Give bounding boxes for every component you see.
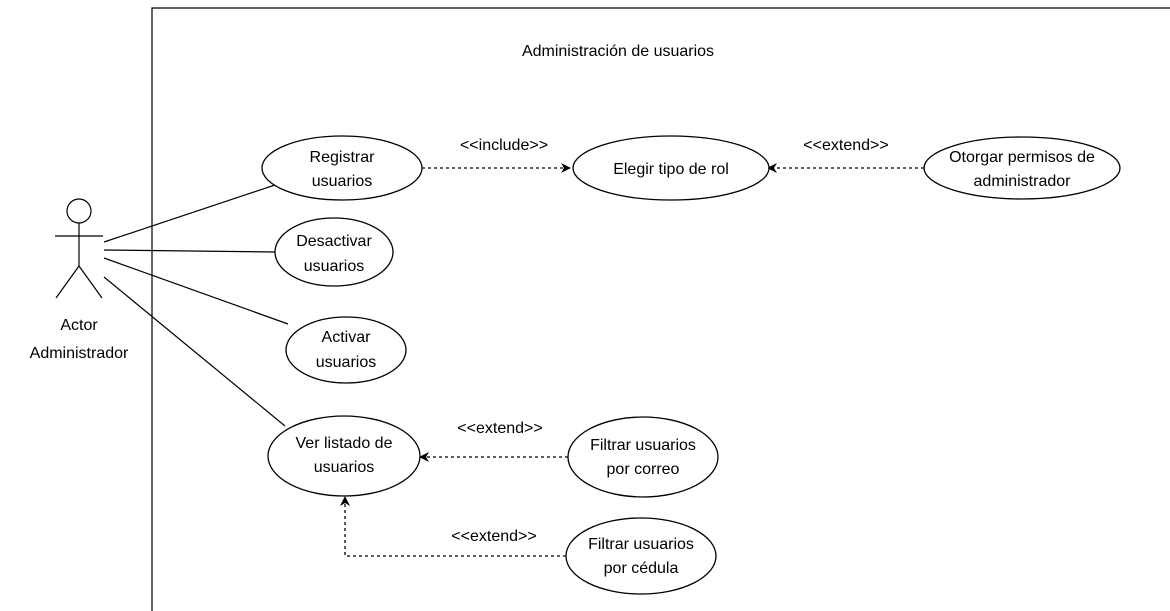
use-case-label: administrador <box>974 173 1072 190</box>
use-case-ver-listado: Ver listado de usuarios <box>267 415 421 497</box>
use-case-label: usuarios <box>316 354 376 371</box>
extend-label-cedula: <<extend>> <box>451 528 536 545</box>
use-case-label: Activar <box>322 329 372 346</box>
association-registrar <box>103 183 279 243</box>
use-case-label: Desactivar <box>296 233 372 250</box>
use-case-label: usuarios <box>314 459 374 476</box>
association-desactivar <box>103 249 277 253</box>
use-case-activar-usuarios: Activar usuarios <box>285 316 407 384</box>
use-case-label: Elegir tipo de rol <box>613 161 729 178</box>
actor-head <box>66 198 92 224</box>
actor-label-line1: Actor <box>60 317 98 334</box>
actor-label-line2: Administrador <box>30 345 129 362</box>
use-case-registrar-usuarios: Registrar usuarios <box>261 135 423 201</box>
use-case-label: Filtrar usuarios <box>590 437 696 454</box>
use-case-desactivar-usuarios: Desactivar usuarios <box>274 217 394 287</box>
actor-left-leg <box>55 265 80 299</box>
use-case-label: usuarios <box>304 258 364 275</box>
actor-right-leg <box>78 265 103 299</box>
use-case-filtrar-por-correo: Filtrar usuarios por correo <box>567 416 719 498</box>
association-activar <box>103 257 289 325</box>
use-case-label: Registrar <box>310 149 376 166</box>
use-case-label: usuarios <box>312 173 372 190</box>
use-case-label: Otorgar permisos de <box>949 149 1095 166</box>
use-case-label: Ver listado de <box>296 435 393 452</box>
extend-label-correo: <<extend>> <box>457 420 542 437</box>
use-case-otorgar-permisos: Otorgar permisos de administrador <box>923 136 1121 200</box>
use-case-label: Filtrar usuarios <box>588 536 694 553</box>
actor-administrador: Actor Administrador <box>30 198 129 362</box>
extend-cedula-to-listado <box>340 496 566 557</box>
use-case-filtrar-por-cedula: Filtrar usuarios por cédula <box>565 517 717 595</box>
extend-label-permisos: <<extend>> <box>803 137 888 154</box>
system-title: Administración de usuarios <box>522 43 714 60</box>
association-ver-listado <box>103 276 286 427</box>
use-case-label: por cédula <box>604 560 679 577</box>
use-case-elegir-tipo-de-rol: Elegir tipo de rol <box>572 135 770 201</box>
use-case-label: por correo <box>607 461 680 478</box>
system-boundary <box>151 7 1170 611</box>
include-label: <<include>> <box>460 137 548 154</box>
